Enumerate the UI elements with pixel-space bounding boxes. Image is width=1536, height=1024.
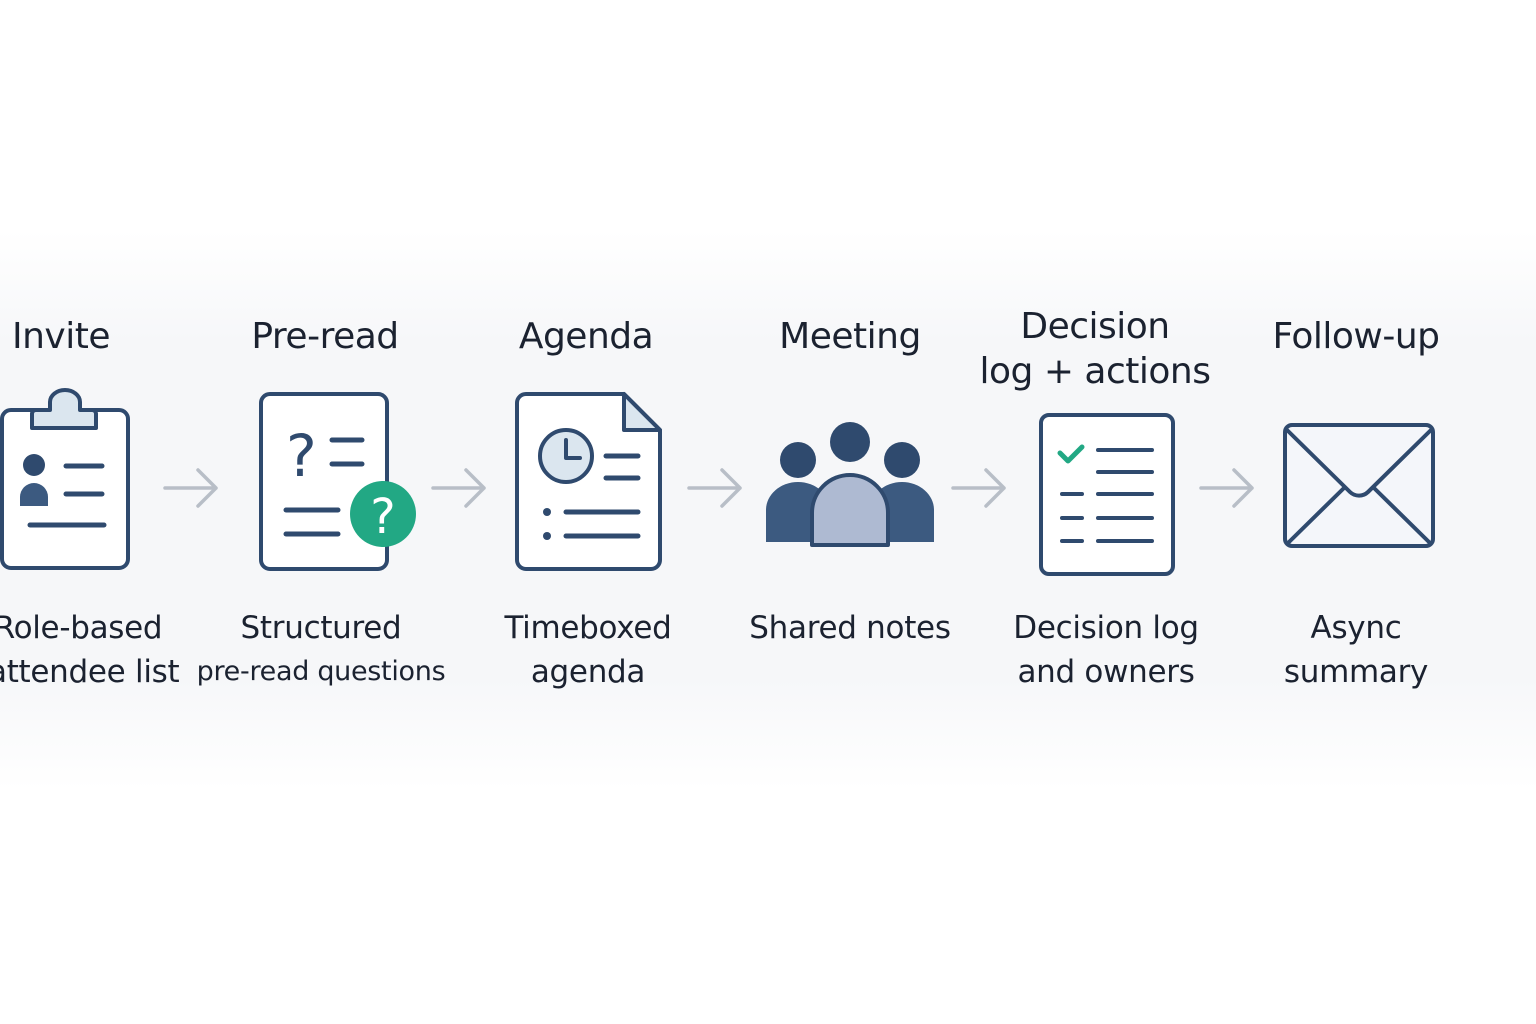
arrow-right-icon	[687, 468, 742, 508]
step-title-decision: Decision log + actions	[979, 306, 1212, 392]
envelope-icon	[1283, 423, 1435, 548]
arrow-right-icon	[431, 468, 486, 508]
step-caption-follow-up: Async summary	[1283, 610, 1429, 690]
people-group-icon	[766, 422, 934, 547]
step-caption-meeting: Shared notes	[749, 610, 951, 646]
arrow-right-icon	[1199, 468, 1254, 508]
step-title-meeting: Meeting	[779, 316, 921, 357]
arrow-right-icon	[163, 468, 218, 508]
arrow-right-icon	[951, 468, 1006, 508]
step-caption-pre-read: Structured pre-read questions	[196, 610, 446, 687]
step-title-invite: Invite	[11, 316, 111, 357]
svg-text:?: ?	[286, 422, 317, 490]
step-title-agenda: Agenda	[518, 316, 654, 357]
step-title-follow-up: Follow-up	[1272, 316, 1440, 357]
svg-text:?: ?	[370, 489, 395, 545]
checklist-icon	[1039, 413, 1175, 576]
clock-document-icon	[515, 392, 662, 571]
clipboard-attendee-icon	[0, 388, 130, 570]
step-caption-decision: Decision log and owners	[1013, 610, 1199, 690]
step-caption-agenda: Timeboxed agenda	[504, 610, 672, 690]
step-title-pre-read: Pre-read	[251, 316, 399, 357]
step-caption-invite: Role-based attendee list	[0, 610, 180, 690]
question-document-icon: ? ?	[259, 392, 416, 571]
